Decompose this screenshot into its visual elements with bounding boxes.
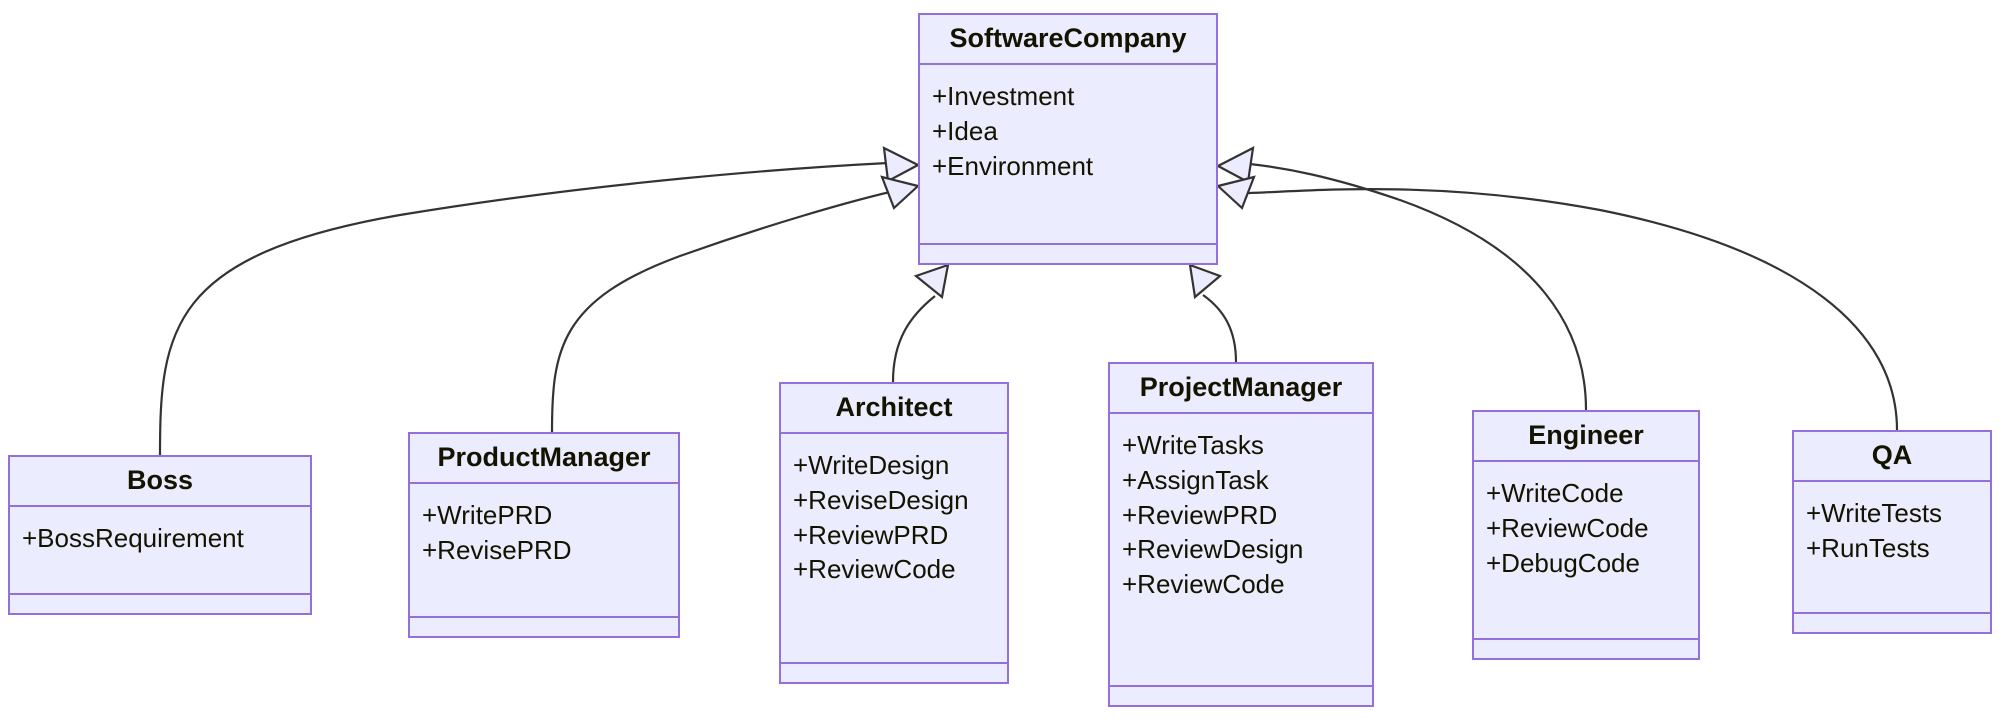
class-attributes: +WritePRD +RevisePRD [410, 484, 678, 618]
class-title: ProjectManager [1110, 364, 1372, 415]
class-attribute: +RevisePRD [422, 534, 572, 565]
class-attribute: +ReviewPRD [793, 519, 949, 550]
class-methods [1474, 640, 1698, 658]
class-attributes: +WriteTasks +AssignTask +ReviewPRD +Revi… [1110, 414, 1372, 687]
class-attributes: +WriteTests +RunTests [1794, 482, 1990, 614]
class-attribute: +WriteDesign [793, 450, 950, 481]
class-node-qa[interactable]: QA +WriteTests +RunTests [1792, 430, 1992, 634]
edge-project-manager-to-software-company [1188, 263, 1238, 363]
class-attributes: +BossRequirement [10, 507, 310, 595]
edge-architect-to-software-company [891, 263, 950, 383]
class-methods [10, 595, 310, 613]
class-node-project-manager[interactable]: ProjectManager +WriteTasks +AssignTask +… [1108, 362, 1374, 707]
class-attribute: +WriteTasks [1122, 430, 1264, 461]
class-title: Architect [781, 384, 1007, 435]
class-attribute: +Idea [932, 115, 998, 146]
class-attributes: +Investment +Idea +Environment [920, 65, 1216, 245]
class-title: QA [1794, 432, 1990, 483]
class-attribute: +AssignTask [1122, 464, 1269, 495]
class-attribute: +ReviewCode [1122, 568, 1285, 599]
class-attributes: +WriteCode +ReviewCode +DebugCode [1474, 462, 1698, 640]
class-attribute: +WriteTests [1806, 498, 1943, 529]
class-attribute: +Environment [932, 150, 1094, 181]
class-attribute: +RunTests [1806, 532, 1930, 563]
edge-qa-to-software-company [1215, 175, 1899, 431]
class-node-architect[interactable]: Architect +WriteDesign +ReviseDesign +Re… [779, 382, 1009, 684]
class-title: Engineer [1474, 412, 1698, 463]
edge-product-manager-to-software-company [550, 175, 921, 433]
class-attribute: +WriteCode [1486, 478, 1624, 509]
class-attribute: +DebugCode [1486, 547, 1640, 578]
class-title: ProductManager [410, 434, 678, 485]
class-title: Boss [10, 457, 310, 508]
class-attribute: +Investment [932, 81, 1075, 112]
edge-engineer-to-software-company [1215, 146, 1588, 411]
class-methods [1110, 687, 1372, 705]
class-attribute: +ReviewCode [793, 554, 956, 585]
class-title: SoftwareCompany [920, 15, 1216, 66]
class-attribute: +ReviseDesign [793, 484, 969, 515]
class-attribute: +BossRequirement [22, 523, 244, 554]
class-attributes: +WriteDesign +ReviseDesign +ReviewPRD +R… [781, 434, 1007, 664]
class-attribute: +ReviewPRD [1122, 499, 1278, 530]
class-attribute: +WritePRD [422, 500, 553, 531]
class-methods [410, 618, 678, 636]
class-node-boss[interactable]: Boss +BossRequirement [8, 455, 312, 615]
class-node-product-manager[interactable]: ProductManager +WritePRD +RevisePRD [408, 432, 680, 638]
class-methods [781, 664, 1007, 682]
class-attribute: +ReviewCode [1486, 512, 1649, 543]
class-attribute: +ReviewDesign [1122, 534, 1304, 565]
class-node-software-company[interactable]: SoftwareCompany +Investment +Idea +Envir… [918, 13, 1218, 265]
edge-boss-to-software-company [158, 146, 921, 456]
class-methods [1794, 614, 1990, 632]
class-methods [920, 245, 1216, 263]
class-node-engineer[interactable]: Engineer +WriteCode +ReviewCode +DebugCo… [1472, 410, 1700, 660]
